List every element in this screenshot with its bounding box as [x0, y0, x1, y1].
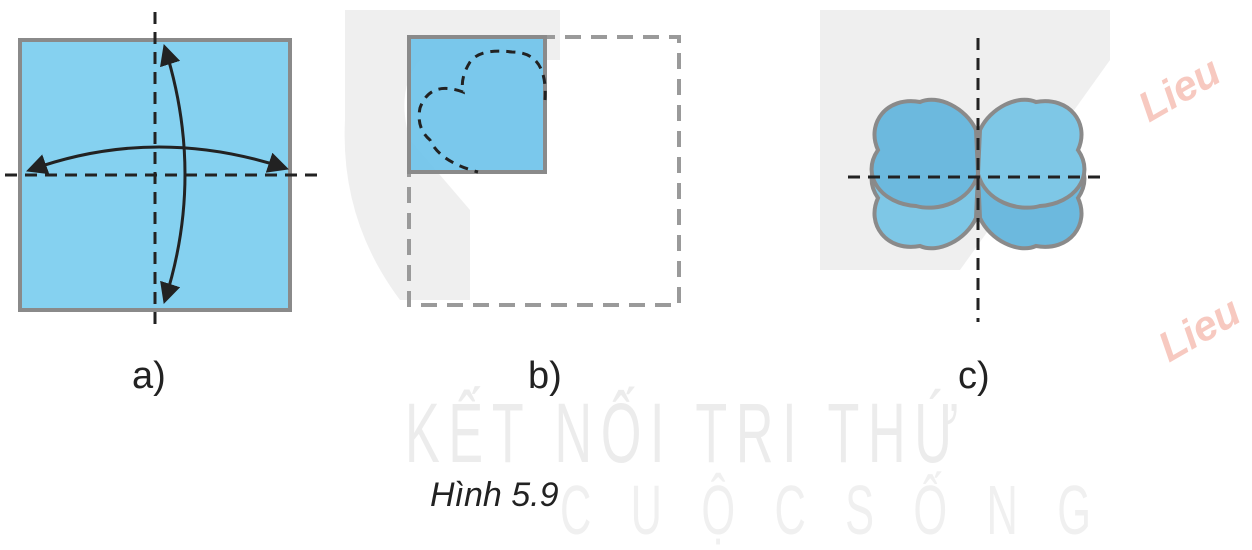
vertical-fold-arrow-icon — [160, 43, 187, 305]
watermark-shape-left — [344, 10, 560, 300]
petal-bottom-right — [976, 97, 1087, 210]
figure-diagram — [5, 12, 1105, 330]
panel-c — [848, 38, 1105, 322]
panel-a — [5, 12, 318, 330]
cut-outline-b — [417, 49, 547, 174]
panel-label-c: c) — [958, 355, 990, 397]
horizontal-fold-arrow-icon — [26, 145, 289, 175]
panel-label-b: b) — [528, 355, 562, 397]
figure-caption: Hình 5.9 — [430, 476, 559, 514]
petal-bottom-left — [869, 97, 980, 210]
panel-b — [407, 35, 681, 307]
panel-label-a: a) — [132, 355, 166, 397]
watermark-text-1: KẾT NỐI TRI THỨ — [405, 386, 968, 480]
